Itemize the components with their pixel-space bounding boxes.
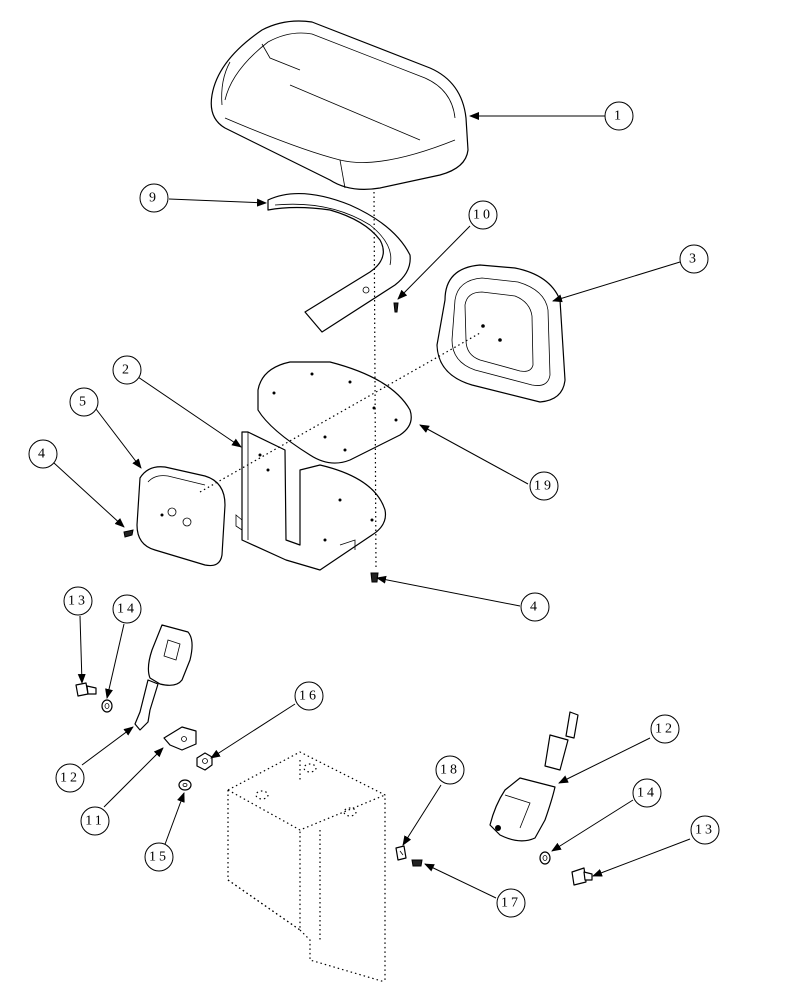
seat-cushion-part	[210, 20, 469, 190]
callout-label: 17	[501, 896, 521, 911]
callout-label: 15	[149, 850, 169, 865]
callout-label: 4	[530, 600, 540, 615]
callout-11: 11	[80, 806, 110, 836]
callout-label: 10	[473, 208, 493, 223]
callout-14: 14	[632, 778, 662, 808]
callout-label: 19	[534, 479, 554, 494]
callout-17: 17	[496, 888, 526, 918]
callout-label: 18	[440, 763, 460, 778]
callout-label: 1	[614, 109, 624, 124]
seat-belt-buckle-left-part	[134, 624, 193, 731]
backrest-part	[436, 264, 566, 403]
screw-17-part	[411, 859, 423, 867]
callout-14: 14	[112, 594, 142, 624]
callout-label: 12	[60, 771, 80, 786]
callout-16: 16	[294, 681, 324, 711]
callout-18: 18	[435, 755, 465, 785]
callout-label: 14	[637, 786, 657, 801]
seat-plate-part	[257, 361, 412, 464]
callout-19: 19	[529, 471, 559, 501]
bracket-11-part	[163, 726, 197, 751]
callout-5: 5	[69, 387, 99, 417]
callout-12: 12	[650, 714, 680, 744]
callout-label: 12	[655, 722, 675, 737]
washer-15-part	[178, 779, 192, 791]
callout-label: 4	[38, 447, 48, 462]
bolt-13-right-part	[571, 867, 593, 886]
nut-16-part	[196, 752, 213, 771]
callout-label: 9	[149, 191, 159, 206]
callout-9: 9	[139, 183, 169, 213]
callout-4: 4	[520, 592, 550, 622]
clip-18-part	[395, 845, 407, 861]
trim-strip-part	[267, 193, 411, 333]
callout-13: 13	[690, 815, 720, 845]
callout-10: 10	[468, 200, 498, 230]
washer-14-right-part	[539, 851, 551, 865]
callout-15: 15	[144, 842, 174, 872]
screw-10-part	[393, 302, 399, 313]
callout-label: 11	[85, 814, 104, 829]
leader-lines	[53, 112, 691, 899]
callout-label: 3	[689, 252, 699, 267]
callout-4: 4	[28, 439, 58, 469]
callout-2: 2	[112, 355, 142, 385]
callout-label: 2	[122, 363, 132, 378]
callout-label: 16	[299, 689, 319, 704]
callout-label: 5	[79, 395, 89, 410]
washer-14-left-part	[101, 699, 113, 713]
seat-base-dotted-part	[227, 751, 386, 983]
screw-4-part	[123, 529, 379, 583]
callout-1: 1	[604, 101, 634, 131]
bolt-13-left-part	[75, 682, 97, 697]
seat-belt-retractor-right-part	[489, 711, 579, 842]
assembly-axis-lines	[199, 191, 481, 571]
callout-label: 13	[695, 823, 715, 838]
armrest-pad-part	[136, 466, 226, 567]
bracket-part	[235, 431, 387, 571]
callout-label: 13	[68, 594, 88, 609]
callouts: 1 9 10 3 2 5 4 19 4 13 14 16 12 11 15 18…	[28, 101, 720, 918]
callout-13: 13	[63, 586, 93, 616]
callout-3: 3	[679, 244, 709, 274]
callout-label: 14	[117, 602, 137, 617]
callout-12: 12	[55, 763, 85, 793]
